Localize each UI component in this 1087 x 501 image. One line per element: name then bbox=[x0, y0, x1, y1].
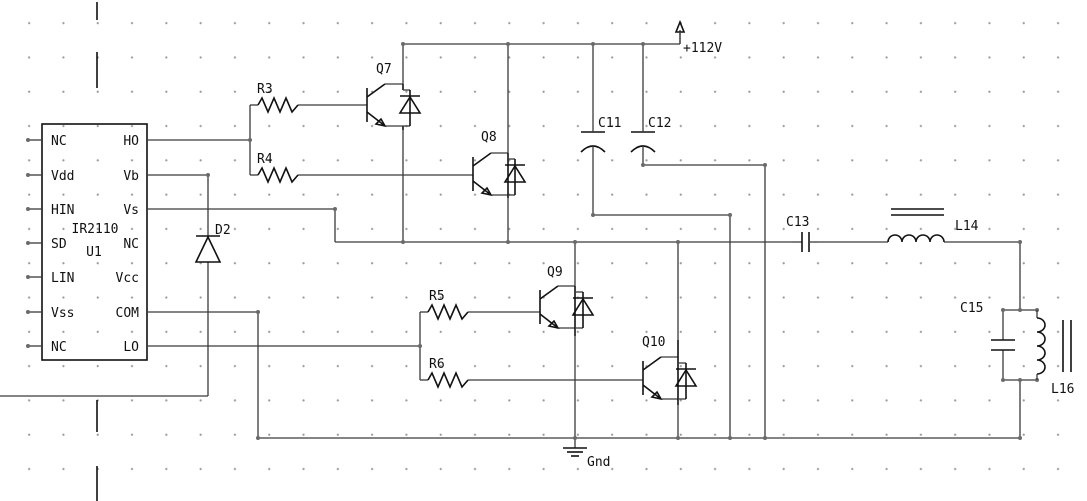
transistor-q9[interactable] bbox=[539, 285, 595, 336]
pin-right-7: LO bbox=[123, 340, 139, 355]
ic-reference: U1 bbox=[86, 245, 102, 260]
transistor-q10[interactable] bbox=[642, 340, 698, 405]
pin-left-3: HIN bbox=[51, 203, 74, 218]
capacitor-c12[interactable] bbox=[630, 128, 656, 153]
supply-label: +112V bbox=[683, 41, 722, 56]
ground-label: Gnd bbox=[587, 455, 610, 470]
transistor-q7[interactable] bbox=[366, 83, 422, 130]
pin-right-4: NC bbox=[123, 237, 139, 252]
c11-label: C11 bbox=[598, 116, 621, 131]
r5-label: R5 bbox=[429, 289, 445, 304]
pin-right-3: Vs bbox=[123, 203, 139, 218]
pin-left-7: NC bbox=[51, 340, 67, 355]
r3-label: R3 bbox=[257, 82, 273, 97]
pin-left-6: Vss bbox=[51, 306, 74, 321]
wires bbox=[0, 30, 1037, 448]
pin-left-1: NC bbox=[51, 134, 67, 149]
pin-right-1: HO bbox=[123, 134, 139, 149]
capacitor-c11[interactable] bbox=[580, 128, 606, 153]
l14-label: L14 bbox=[955, 219, 979, 234]
c12-label: C12 bbox=[648, 116, 671, 131]
pin-right-5: Vcc bbox=[116, 271, 139, 286]
inductor-l16[interactable] bbox=[1036, 310, 1072, 380]
pin-right-2: Vb bbox=[123, 169, 139, 184]
pin-left-5: LIN bbox=[51, 271, 74, 286]
resistor-r4[interactable] bbox=[257, 165, 299, 185]
r4-label: R4 bbox=[257, 152, 273, 167]
resistor-r5[interactable] bbox=[427, 302, 469, 322]
capacitor-c13[interactable] bbox=[792, 232, 818, 252]
pin-right-6: COM bbox=[116, 306, 140, 321]
l16-label: L16 bbox=[1051, 382, 1074, 397]
diode-d2[interactable] bbox=[194, 235, 222, 263]
capacitor-c15[interactable] bbox=[991, 339, 1015, 351]
junctions bbox=[206, 42, 1039, 440]
resistor-r6[interactable] bbox=[427, 370, 469, 390]
c13-label: C13 bbox=[786, 215, 809, 230]
q8-label: Q8 bbox=[481, 130, 497, 145]
ground-icon bbox=[563, 447, 587, 457]
d2-label: D2 bbox=[215, 223, 231, 238]
ic-part-number: IR2110 bbox=[72, 222, 119, 237]
ic-u1[interactable]: NC Vdd HIN SD LIN Vss NC HO Vb Vs NC Vcc… bbox=[26, 123, 148, 361]
supply-arrow-icon bbox=[674, 19, 686, 44]
r6-label: R6 bbox=[429, 357, 445, 372]
q10-label: Q10 bbox=[642, 335, 665, 350]
inductor-l14[interactable] bbox=[887, 208, 945, 243]
q9-label: Q9 bbox=[547, 265, 563, 280]
pin-left-2: Vdd bbox=[51, 169, 74, 184]
resistor-r3[interactable] bbox=[257, 95, 299, 115]
transistor-q8[interactable] bbox=[472, 152, 527, 198]
q7-label: Q7 bbox=[376, 62, 392, 77]
ic-left-pin-stubs bbox=[26, 138, 42, 348]
c15-label: C15 bbox=[960, 301, 983, 316]
pin-left-4: SD bbox=[51, 237, 67, 252]
